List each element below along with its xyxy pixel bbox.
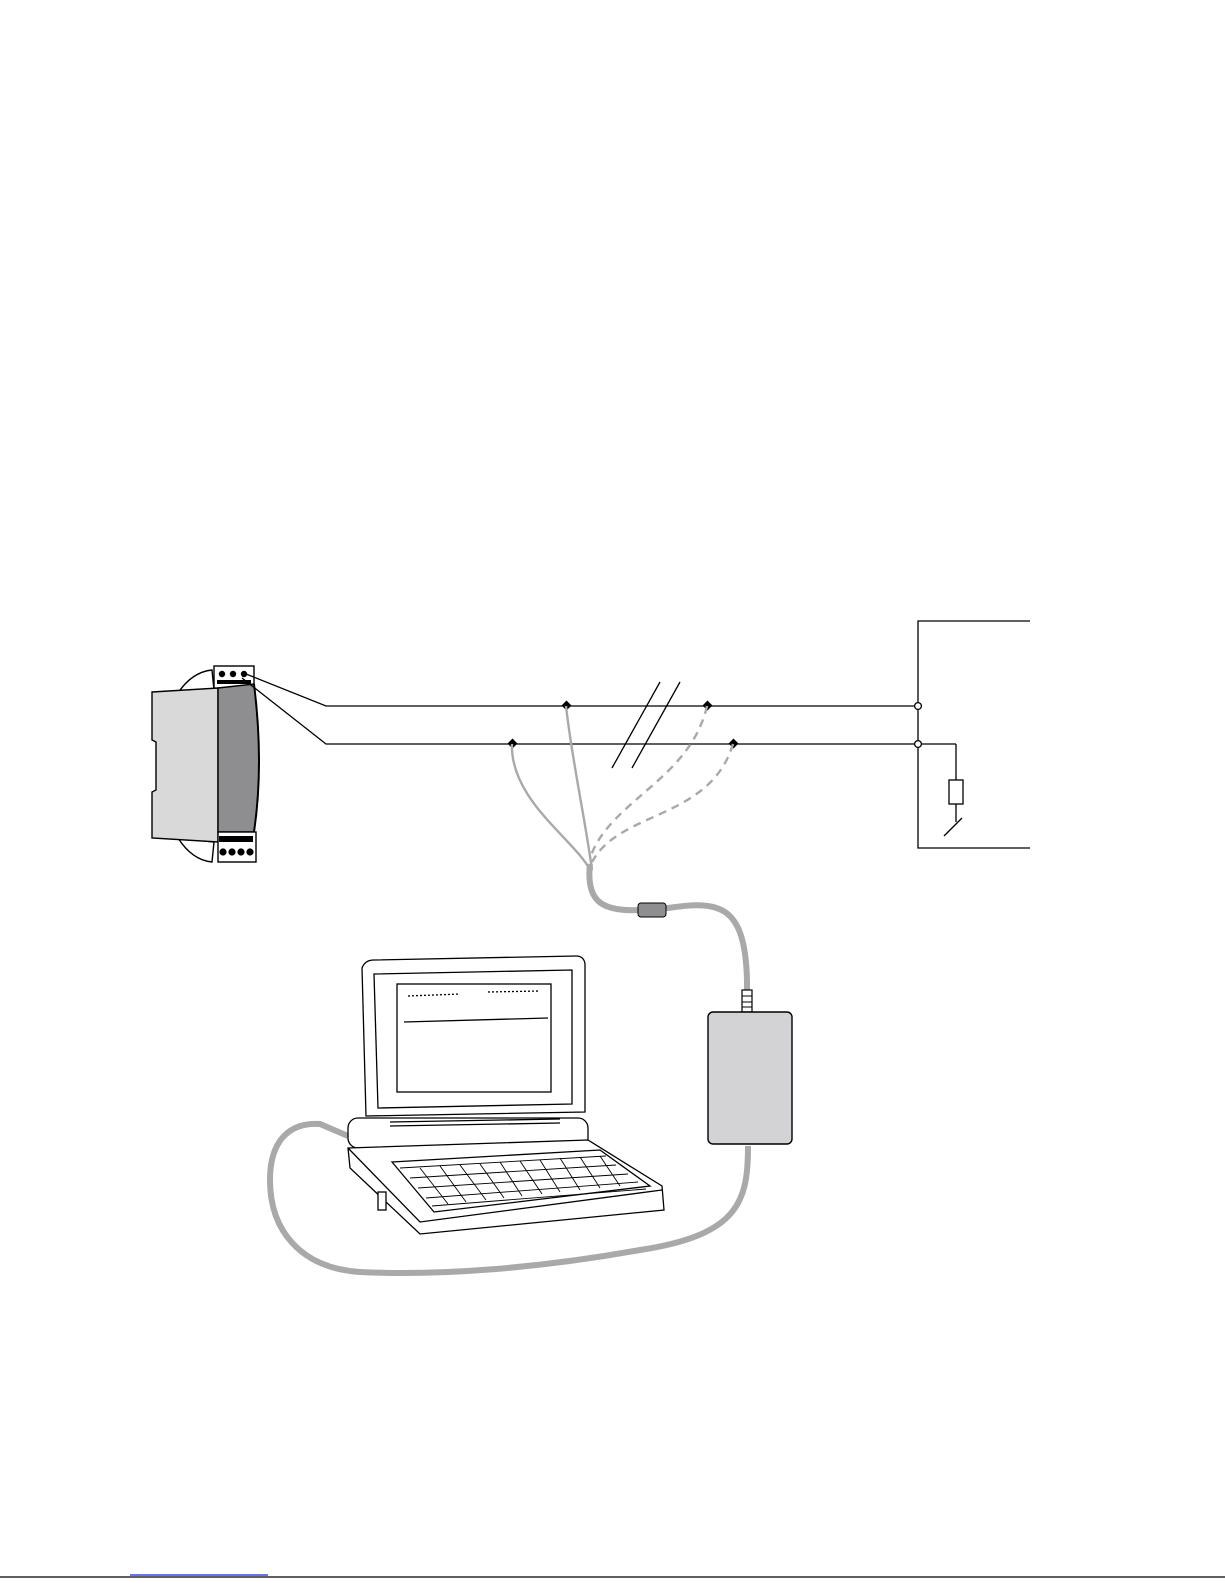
interface-box <box>708 990 792 1144</box>
load-circuit <box>918 621 1030 848</box>
laptop-computer <box>348 956 664 1234</box>
communicator-leads-alternate <box>590 706 733 862</box>
din-rail-transmitter <box>152 666 259 862</box>
cable-ferrite <box>638 903 666 917</box>
field-loop <box>242 674 918 744</box>
communicator-leads <box>512 706 592 870</box>
wire-junctions <box>508 701 739 749</box>
communicator-cable <box>589 864 747 990</box>
loop-terminal-top <box>915 703 922 710</box>
load-resistor <box>949 780 963 804</box>
loop-terminal-bottom <box>915 741 922 748</box>
cable-break-mark <box>612 682 680 768</box>
